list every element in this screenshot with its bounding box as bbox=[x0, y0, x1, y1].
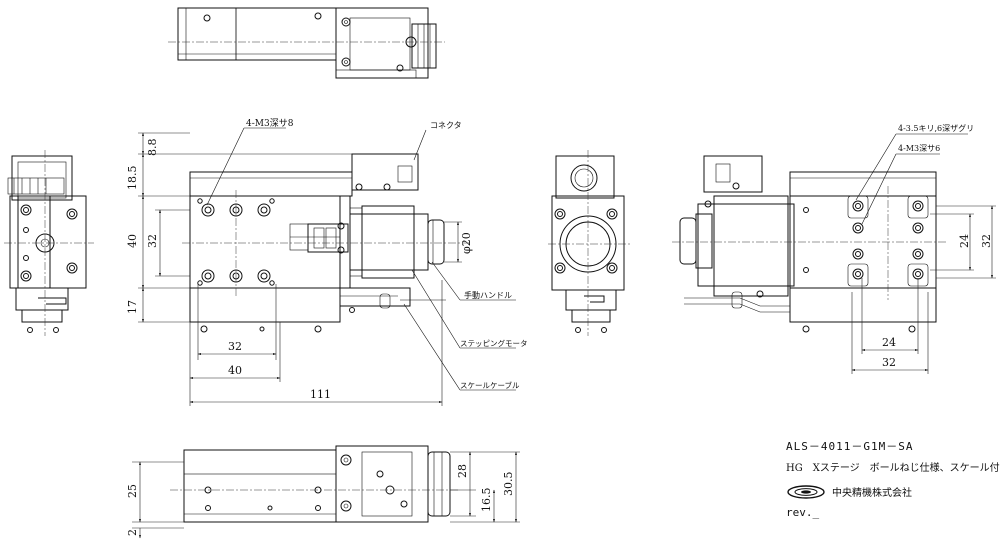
dim-25: 25 bbox=[126, 484, 139, 498]
rear-view-holes bbox=[847, 195, 929, 287]
dim-24-rear-horizontal: 24 bbox=[882, 336, 896, 349]
callout-stepping-motor: ステッピングモータ bbox=[460, 338, 528, 348]
company-logo bbox=[787, 485, 825, 499]
dim-111: 111 bbox=[310, 388, 331, 401]
callout-hand-knob: 手動ハンドル bbox=[464, 290, 512, 300]
dim-32-vertical: 32 bbox=[146, 234, 159, 248]
top-view-screws bbox=[203, 12, 417, 72]
dim-32-rear-horizontal: 32 bbox=[882, 356, 896, 369]
dim-8-8: 8.8 bbox=[146, 139, 159, 157]
dim-30-5: 30.5 bbox=[502, 472, 515, 497]
dim-40-horizontal: 40 bbox=[228, 364, 242, 377]
dim-28: 28 bbox=[456, 464, 469, 478]
callout-m3-depth6: 4-M3深サ6 bbox=[898, 144, 940, 153]
motor-end-view bbox=[548, 150, 630, 336]
dim-16-5: 16.5 bbox=[480, 488, 493, 513]
company-name: 中央精機株式会社 bbox=[832, 486, 912, 499]
top-view bbox=[168, 7, 445, 79]
dim-40-vertical: 40 bbox=[126, 234, 139, 248]
dim-32-rear-vertical: 32 bbox=[980, 234, 993, 248]
dim-24-rear-vertical: 24 bbox=[958, 234, 971, 248]
left-side-view bbox=[4, 150, 94, 336]
revision: rev._ bbox=[786, 506, 819, 519]
bottom-view: 25 2 28 16.5 30.5 bbox=[126, 445, 520, 539]
title-block: ALS－4011－G1M－SA HG Xステージ ボールねじ仕様、スケール付 中… bbox=[786, 440, 1000, 519]
callout-connector: コネクタ bbox=[430, 121, 462, 130]
front-view: 8.8 18.5 40 32 17 φ20 bbox=[126, 118, 528, 406]
callout-scale-cable: スケールケーブル bbox=[460, 380, 520, 390]
dim-32-horizontal: 32 bbox=[228, 340, 242, 353]
callout-tap-3-5: 4-3.5キリ,6深ザグリ bbox=[898, 123, 974, 133]
callout-m3-depth8: 4-M3深サ8 bbox=[246, 118, 294, 129]
carriage-holes bbox=[197, 198, 345, 286]
dim-18-5: 18.5 bbox=[126, 166, 139, 191]
rear-view: 24 32 24 32 4-3.5キリ,6深ザグリ 4-M3深サ6 bbox=[672, 123, 996, 374]
dim-17: 17 bbox=[126, 300, 139, 314]
product-description: HG Xステージ ボールねじ仕様、スケール付 bbox=[786, 461, 1000, 474]
model-number: ALS－4011－G1M－SA bbox=[786, 440, 913, 453]
dim-2: 2 bbox=[126, 529, 139, 536]
